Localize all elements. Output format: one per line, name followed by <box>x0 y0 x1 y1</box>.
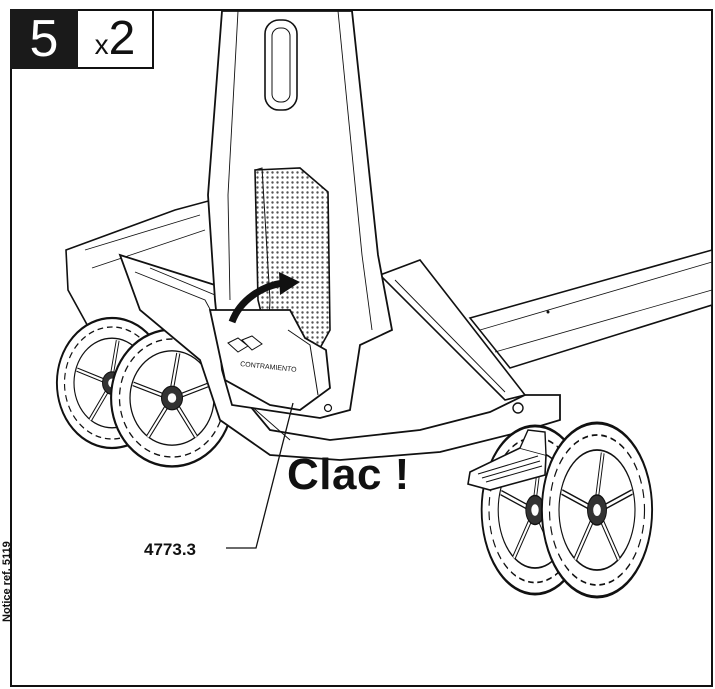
quantity-badge: x2 <box>78 9 154 69</box>
quantity-prefix: x <box>94 29 109 60</box>
side-rail <box>468 248 713 369</box>
part-leader-line <box>226 402 294 549</box>
rotation-arrow-icon <box>228 272 300 324</box>
click-sound-callout: Clac ! <box>287 450 410 499</box>
step-number-badge: 5 <box>10 9 78 69</box>
clip-cover: CONTRAMIENTO <box>208 309 333 413</box>
step-number: 5 <box>29 10 59 68</box>
quantity-value: 2 <box>108 12 136 65</box>
brake-pedal <box>467 429 547 491</box>
right-front-wheel <box>542 423 652 597</box>
illustration-frame <box>10 9 713 687</box>
part-number-label: 4773.3 <box>144 540 196 559</box>
